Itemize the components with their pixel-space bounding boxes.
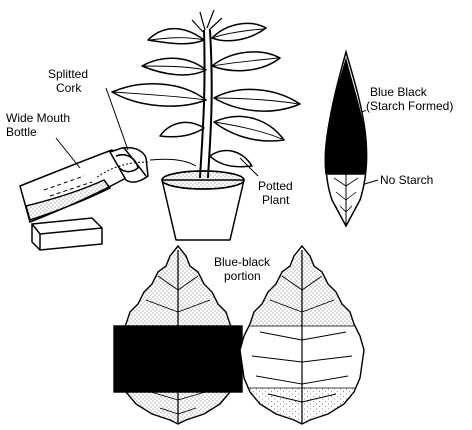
label-wide-mouth-bottle: Wide Mouth Bottle xyxy=(6,111,73,139)
label-potted-plant: Potted Plant xyxy=(258,179,296,207)
tested-leaf xyxy=(239,244,365,425)
splitted-cork xyxy=(108,146,149,183)
label-no-starch: No Starch xyxy=(380,173,433,187)
label-blue-black-starch: Blue Black (Starch Formed) xyxy=(366,85,453,113)
potted-plant xyxy=(111,9,301,241)
plant-leaf xyxy=(147,27,205,45)
wide-mouth-bottle xyxy=(19,146,197,251)
plant-leaf xyxy=(209,149,253,168)
label-blue-black-portion: Blue-black portion xyxy=(214,255,273,283)
plant-leaf xyxy=(213,88,301,112)
covered-leaf xyxy=(113,244,243,425)
label-splitted-cork: Splitted Cork xyxy=(48,67,91,95)
starch-test-leaf xyxy=(324,49,368,228)
plant-leaf xyxy=(159,121,205,138)
black-paper-strip xyxy=(113,325,243,393)
